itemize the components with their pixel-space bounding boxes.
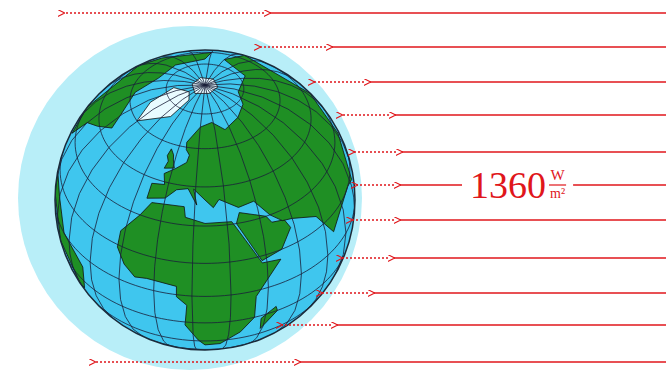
globe-outline: [55, 50, 355, 350]
ray-line: [332, 46, 666, 47]
ray-line: [573, 184, 666, 185]
ray-line: [402, 151, 666, 152]
ray-line: [370, 81, 666, 82]
ray-line: [400, 219, 666, 220]
ray-dotted: [354, 151, 396, 152]
ray-dotted: [352, 219, 394, 220]
atmosphere-halo: [18, 26, 362, 370]
fraction-bar: [549, 184, 566, 185]
ocean: [55, 50, 355, 350]
ray-dotted: [282, 324, 331, 325]
sun-rays: [64, 13, 666, 362]
graticule-lines: [55, 50, 355, 350]
ray-line: [374, 292, 666, 293]
ray-line: [270, 12, 666, 13]
land-mass: [164, 149, 174, 168]
ray-dotted: [95, 361, 294, 362]
ray-line: [400, 184, 462, 185]
land-mass: [147, 55, 352, 231]
graticule: [55, 50, 355, 350]
ray-line: [395, 114, 666, 115]
ray-line: [337, 324, 666, 325]
land-mass: [260, 306, 277, 328]
ray-dotted: [342, 114, 389, 115]
ray-dotted: [357, 184, 394, 185]
ray-dotted: [64, 12, 264, 13]
ray-line: [394, 257, 666, 258]
unit-part: W: [550, 168, 564, 183]
ray-dotted: [322, 292, 368, 293]
land-mass: [55, 172, 84, 288]
irradiance-value: 1360: [470, 166, 546, 204]
ray-dotted: [314, 81, 364, 82]
ray-line: [300, 361, 666, 362]
ray-dotted: [260, 46, 326, 47]
unit-part: m²: [550, 187, 565, 201]
ray-dotted: [342, 257, 388, 258]
